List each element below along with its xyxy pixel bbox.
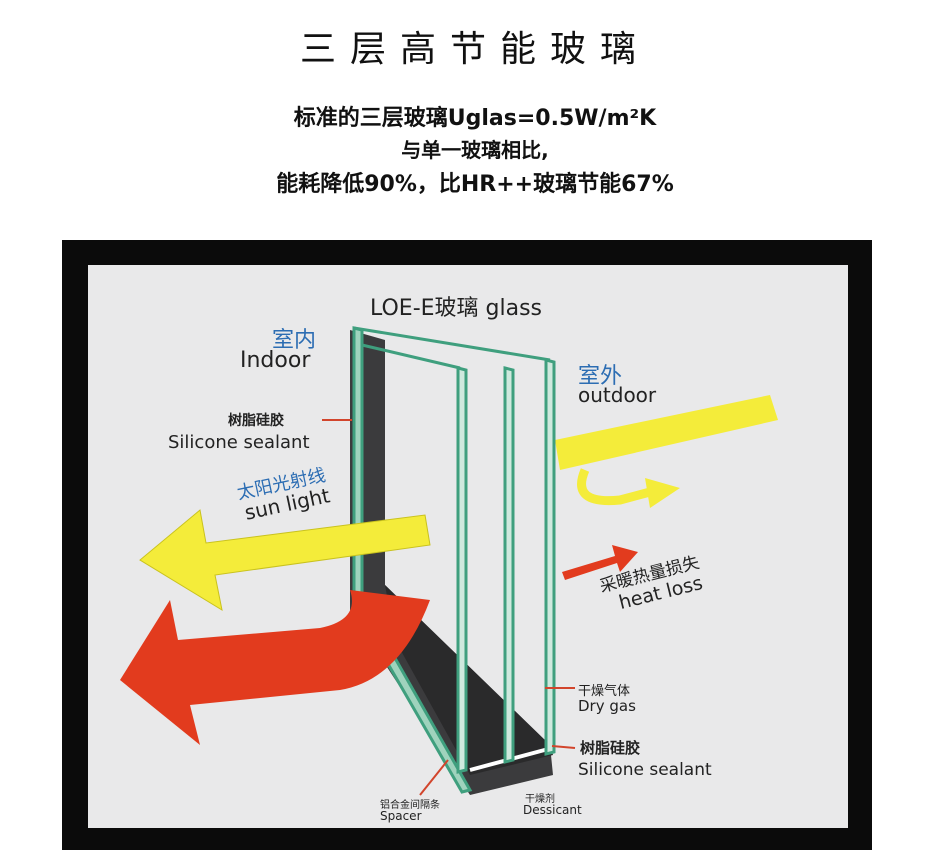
- outdoor-en: outdoor: [578, 383, 657, 407]
- indoor-en: Indoor: [240, 348, 311, 373]
- indoor-cn: 室内: [272, 328, 317, 353]
- spacer-en: Spacer: [380, 809, 422, 823]
- glass-label: LOE-E玻璃 glass: [370, 296, 543, 321]
- dessicant-cn: 干燥剂: [525, 794, 555, 805]
- sealant-bottom-en: Silicone sealant: [578, 760, 712, 780]
- reflect-arrow: [577, 468, 652, 506]
- sunlight-arrow-indoor: [139, 509, 431, 612]
- drygas-cn: 干燥气体: [578, 684, 631, 699]
- spacer-cn: 铝合金间隔条: [380, 800, 440, 811]
- outdoor-cn: 室外: [578, 364, 623, 389]
- subtitle-line-2: 与单一玻璃相比,: [401, 138, 549, 162]
- glass-pane-3: [503, 366, 515, 764]
- page-title: 三层高节能玻璃: [299, 29, 650, 70]
- sunlight-arrow-outdoor: [555, 395, 778, 470]
- drygas-en: Dry gas: [578, 697, 636, 715]
- glass-pane-4: [544, 358, 556, 756]
- subtitle-line-3: 能耗降低90%，比HR++玻璃节能67%: [276, 172, 674, 197]
- sealant-top-cn: 树脂硅胶: [228, 413, 284, 429]
- heat-arrow: [120, 590, 430, 745]
- heat-loss-arrow: [562, 545, 638, 580]
- subtitle-line-1: 标准的三层玻璃Uglas=0.5W/m²K: [293, 106, 657, 131]
- glass-pane-2: [456, 366, 468, 774]
- sealant-bottom-cn: 树脂硅胶: [580, 739, 641, 757]
- sealant-top-en: Silicone sealant: [168, 432, 310, 453]
- dessicant-en: Dessicant: [523, 803, 582, 817]
